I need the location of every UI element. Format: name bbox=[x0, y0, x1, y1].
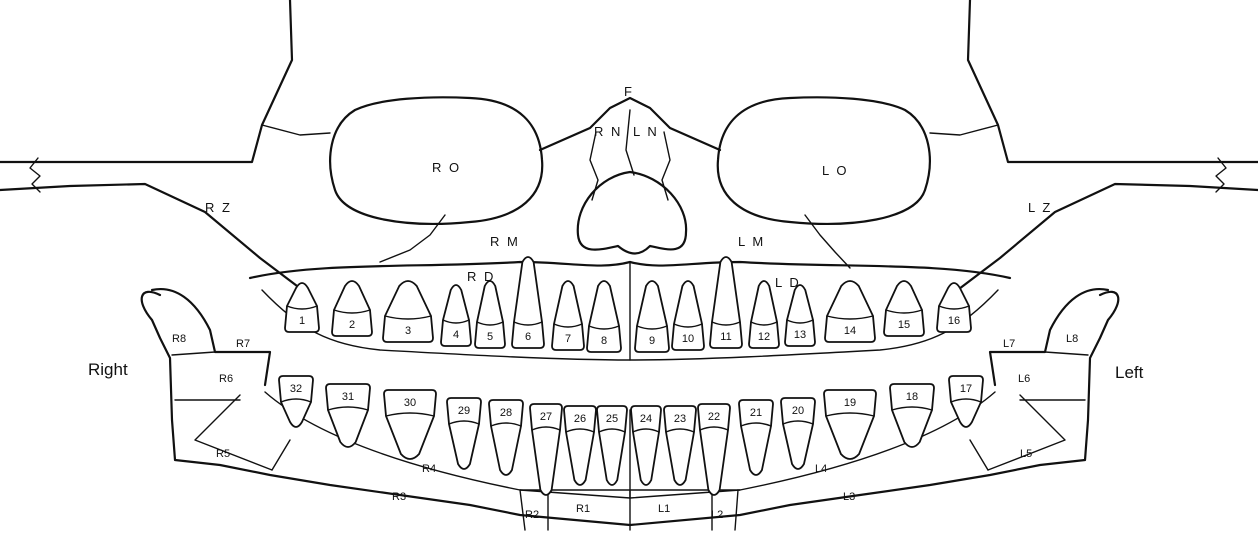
upper-tooth: 2 bbox=[332, 281, 372, 336]
lower-teeth: 32 31 30 29 28 27 26 25 24 23 22 21 20 19 18 17 bbox=[279, 376, 983, 495]
label-L1: L1 bbox=[658, 503, 670, 515]
lower-tooth-number: 19 bbox=[844, 397, 856, 409]
upper-tooth: 11 bbox=[710, 257, 742, 348]
upper-tooth: 12 bbox=[749, 281, 779, 348]
lower-tooth: 27 bbox=[530, 404, 562, 495]
lower-tooth: 31 bbox=[326, 384, 370, 447]
lower-tooth-number: 26 bbox=[574, 413, 586, 425]
lower-tooth: 23 bbox=[664, 406, 696, 485]
upper-tooth-number: 3 bbox=[405, 325, 411, 337]
label-left-orbit: L O bbox=[822, 163, 848, 178]
lower-tooth-number: 25 bbox=[606, 413, 618, 425]
lower-tooth-number: 32 bbox=[290, 383, 302, 395]
upper-teeth: 12345678910111213141516 bbox=[285, 257, 971, 352]
upper-tooth: 3 bbox=[383, 281, 433, 342]
label-right-nasal: R N bbox=[594, 124, 622, 139]
upper-tooth: 16 bbox=[937, 283, 971, 332]
label-L7: L7 bbox=[1003, 338, 1015, 350]
lower-tooth: 21 bbox=[739, 400, 773, 475]
upper-tooth: 15 bbox=[884, 281, 924, 336]
lower-tooth-number: 23 bbox=[674, 413, 686, 425]
lower-tooth-number: 17 bbox=[960, 383, 972, 395]
upper-tooth-number: 7 bbox=[565, 333, 571, 345]
upper-tooth-number: 6 bbox=[525, 331, 531, 343]
upper-tooth: 13 bbox=[785, 285, 815, 346]
upper-tooth: 8 bbox=[587, 281, 621, 352]
upper-tooth-number: 13 bbox=[794, 329, 806, 341]
upper-tooth: 14 bbox=[825, 281, 875, 342]
lower-tooth: 25 bbox=[597, 406, 627, 485]
upper-tooth-number: 8 bbox=[601, 335, 607, 347]
lower-tooth-number: 30 bbox=[404, 397, 416, 409]
upper-tooth-number: 16 bbox=[948, 315, 960, 327]
lower-tooth-number: 27 bbox=[540, 411, 552, 423]
label-R5: R5 bbox=[216, 448, 230, 460]
lower-tooth-number: 21 bbox=[750, 407, 762, 419]
upper-tooth-number: 5 bbox=[487, 331, 493, 343]
lower-tooth: 30 bbox=[384, 390, 436, 459]
label-L8: L8 bbox=[1066, 333, 1078, 345]
lower-tooth: 26 bbox=[564, 406, 596, 485]
label-left-zygomatic: L Z bbox=[1028, 200, 1052, 215]
lower-tooth: 24 bbox=[631, 406, 661, 485]
label-R6: R6 bbox=[219, 373, 233, 385]
left-orbit bbox=[718, 97, 930, 224]
upper-tooth-number: 9 bbox=[649, 335, 655, 347]
lower-tooth-number: 22 bbox=[708, 411, 720, 423]
label-R1: R1 bbox=[576, 503, 590, 515]
upper-tooth-number: 10 bbox=[682, 333, 694, 345]
lower-tooth-number: 20 bbox=[792, 405, 804, 417]
label-L2: L2 bbox=[711, 509, 723, 521]
label-right-maxilla: R M bbox=[490, 234, 520, 249]
label-left-nasal: L N bbox=[633, 124, 659, 139]
label-L6: L6 bbox=[1018, 373, 1030, 385]
upper-tooth: 4 bbox=[441, 285, 471, 346]
skull-outline bbox=[0, 0, 1258, 292]
label-R7: R7 bbox=[236, 338, 250, 350]
upper-tooth: 7 bbox=[552, 281, 584, 350]
label-left-dental: L D bbox=[775, 275, 801, 290]
upper-tooth: 9 bbox=[635, 281, 669, 352]
upper-tooth: 5 bbox=[475, 281, 505, 348]
label-right-orbit: R O bbox=[432, 160, 461, 175]
lower-tooth-number: 31 bbox=[342, 391, 354, 403]
lower-tooth-number: 18 bbox=[906, 391, 918, 403]
lower-tooth: 28 bbox=[489, 400, 523, 475]
upper-tooth-number: 4 bbox=[453, 329, 459, 341]
upper-tooth-number: 15 bbox=[898, 319, 910, 331]
label-R8: R8 bbox=[172, 333, 186, 345]
upper-tooth-number: 11 bbox=[720, 331, 731, 343]
upper-tooth: 6 bbox=[512, 257, 544, 348]
label-R4: R4 bbox=[422, 463, 436, 475]
label-frontal: F bbox=[624, 84, 634, 99]
upper-tooth-number: 1 bbox=[299, 315, 305, 327]
lower-tooth: 29 bbox=[447, 398, 481, 469]
label-R2: R2 bbox=[525, 509, 539, 521]
label-right-zygomatic: R Z bbox=[205, 200, 232, 215]
lower-tooth-number: 24 bbox=[640, 413, 652, 425]
label-left-maxilla: L M bbox=[738, 234, 765, 249]
label-left-side: Left bbox=[1115, 363, 1144, 382]
lower-tooth: 18 bbox=[890, 384, 934, 447]
lower-tooth-number: 29 bbox=[458, 405, 470, 417]
label-L3: L3 bbox=[843, 491, 855, 503]
label-L5: L5 bbox=[1020, 448, 1032, 460]
upper-tooth-number: 14 bbox=[844, 325, 856, 337]
label-R3: R3 bbox=[392, 491, 406, 503]
upper-tooth: 10 bbox=[672, 281, 704, 350]
lower-tooth: 19 bbox=[824, 390, 876, 459]
upper-tooth-number: 2 bbox=[349, 319, 355, 331]
lower-tooth: 22 bbox=[698, 404, 730, 495]
lower-tooth: 17 bbox=[949, 376, 983, 427]
upper-tooth-number: 12 bbox=[758, 331, 770, 343]
lower-tooth: 32 bbox=[279, 376, 313, 427]
lower-tooth: 20 bbox=[781, 398, 815, 469]
upper-tooth: 1 bbox=[285, 283, 319, 332]
lower-tooth-number: 28 bbox=[500, 407, 512, 419]
label-right-dental: R D bbox=[467, 269, 495, 284]
label-L4: L4 bbox=[815, 463, 827, 475]
label-right-side: Right bbox=[88, 360, 128, 379]
